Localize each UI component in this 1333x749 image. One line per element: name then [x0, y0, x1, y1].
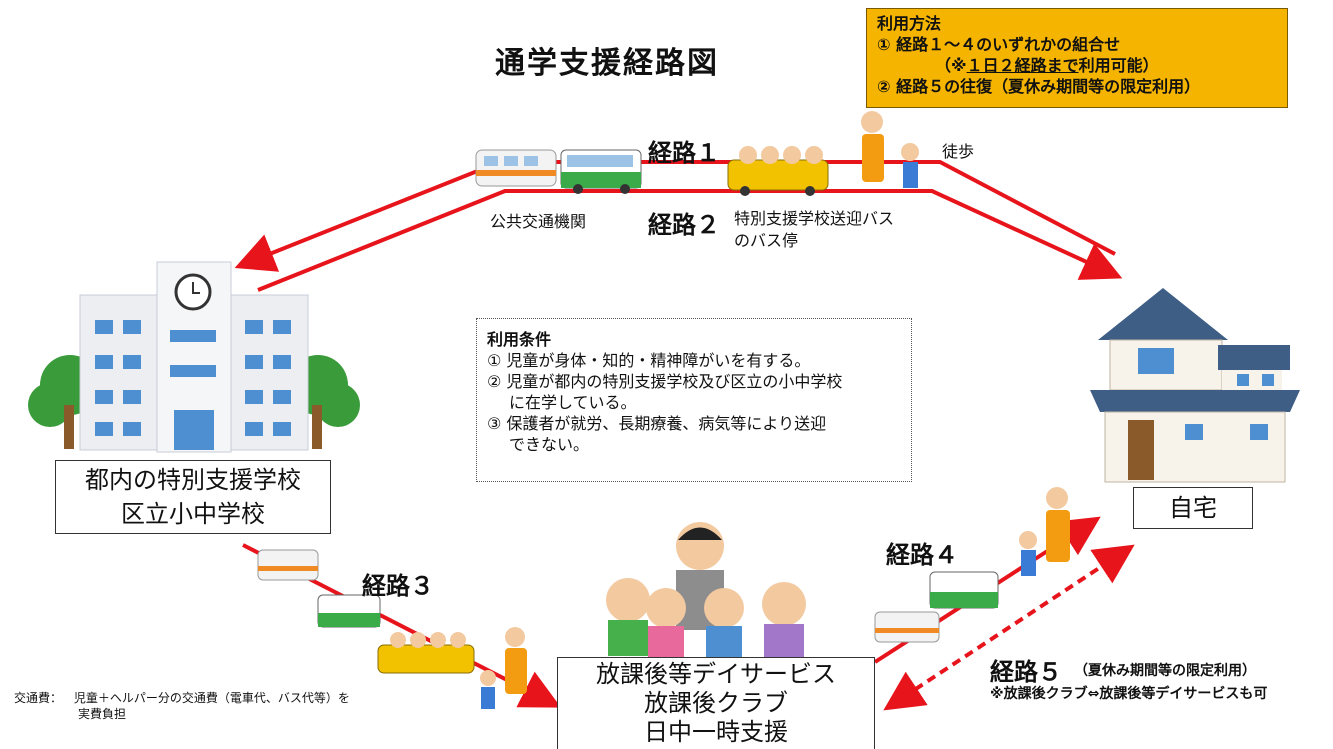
usage-line-1: ① 経路１～４のいずれかの組合せ — [877, 35, 1121, 54]
afterschool-line-2: 放課後クラブ — [644, 689, 788, 717]
footnote: 交通費： 児童＋ヘルパー分の交通費（電車代、バス代等）を 実費負担 — [14, 690, 350, 722]
route5-subnote: ※放課後クラブ⇔放課後等デイサービスも可 — [990, 686, 1268, 702]
afterschool-line-3: 日中一時支援 — [644, 718, 788, 746]
usage-line-2-underlined: １日２経路まで — [966, 56, 1079, 75]
bus-stop-label-line-1: 特別支援学校送迎バス — [734, 209, 895, 228]
usage-heading: 利用方法 — [877, 14, 942, 33]
condition-2a: ② 児童が都内の特別支援学校及び区立の小中学校 — [487, 372, 843, 391]
page-title: 通学支援経路図 — [495, 46, 719, 81]
condition-3a: ③ 保護者が就労、長期療養、病気等により送迎 — [487, 414, 827, 433]
helper-with-child-illustration — [861, 111, 919, 188]
route4-bus-illustration — [929, 571, 999, 609]
usage-line-2-suffix: 利用可能） — [1078, 56, 1159, 75]
train-illustration — [475, 149, 557, 187]
conditions-box: 利用条件 ① 児童が身体・知的・精神障がいを有する。 ② 児童が都内の特別支援学… — [476, 318, 912, 482]
usage-line-2-prefix: （※ — [935, 56, 967, 75]
condition-1: ① 児童が身体・知的・精神障がいを有する。 — [487, 351, 811, 370]
route5-note: （夏休み期間等の限定利用） — [1074, 663, 1256, 679]
school-line-2: 区立小中学校 — [121, 500, 265, 528]
city-bus-illustration — [560, 149, 642, 194]
footnote-line-1: 児童＋ヘルパー分の交通費（電車代、バス代等）を — [73, 691, 350, 705]
children-group-illustration — [606, 522, 806, 658]
route3-label: 経路３ — [362, 572, 434, 600]
conditions-heading: 利用条件 — [487, 330, 552, 349]
public-transport-label: 公共交通機関 — [490, 212, 587, 231]
home-illustration — [1090, 288, 1300, 483]
route2-line — [257, 189, 1123, 292]
route1-line — [234, 160, 1116, 272]
usage-line-2: （※１日２経路まで利用可能） — [877, 55, 1277, 76]
school-line-1: 都内の特別支援学校 — [85, 466, 301, 494]
afterschool-line-1: 放課後等デイサービス — [596, 660, 836, 688]
afterschool-box: 放課後等デイサービス 放課後クラブ 日中一時支援 — [557, 657, 875, 749]
route3-train-illustration — [257, 549, 319, 581]
school-box: 都内の特別支援学校 区立小中学校 — [55, 460, 331, 534]
school-building-illustration — [28, 261, 360, 453]
route5-line — [883, 544, 1135, 711]
usage-method-box: 利用方法 ① 経路１～４のいずれかの組合せ （※１日２経路まで利用可能） ② 経… — [866, 8, 1288, 108]
route4-helper-illustration — [1019, 487, 1070, 576]
route3-bus-illustration — [317, 594, 381, 628]
bus-stop-label-line-2: のバス停 — [734, 231, 799, 250]
footnote-label: 交通費： — [14, 691, 63, 705]
route4-label: 経路４ — [886, 541, 958, 569]
condition-2b: に在学している。 — [509, 393, 637, 412]
bus-stop-label: 特別支援学校送迎バス のバス停 — [734, 208, 894, 252]
home-box: 自宅 — [1133, 487, 1253, 529]
route4-train-illustration — [874, 611, 940, 643]
route5-label: 経路５ — [990, 658, 1062, 686]
route1-label: 経路１ — [648, 139, 720, 167]
route3-helper-illustration — [480, 627, 527, 709]
route3-school-bus-illustration — [377, 632, 475, 674]
walk-label: 徒歩 — [942, 142, 975, 161]
route2-label: 経路２ — [648, 211, 720, 239]
school-bus-illustration — [727, 146, 829, 196]
condition-3b: できない。 — [509, 435, 590, 454]
usage-line-3: ② 経路５の往復（夏休み期間等の限定利用） — [877, 77, 1201, 96]
footnote-line-2: 実費負担 — [78, 707, 127, 721]
